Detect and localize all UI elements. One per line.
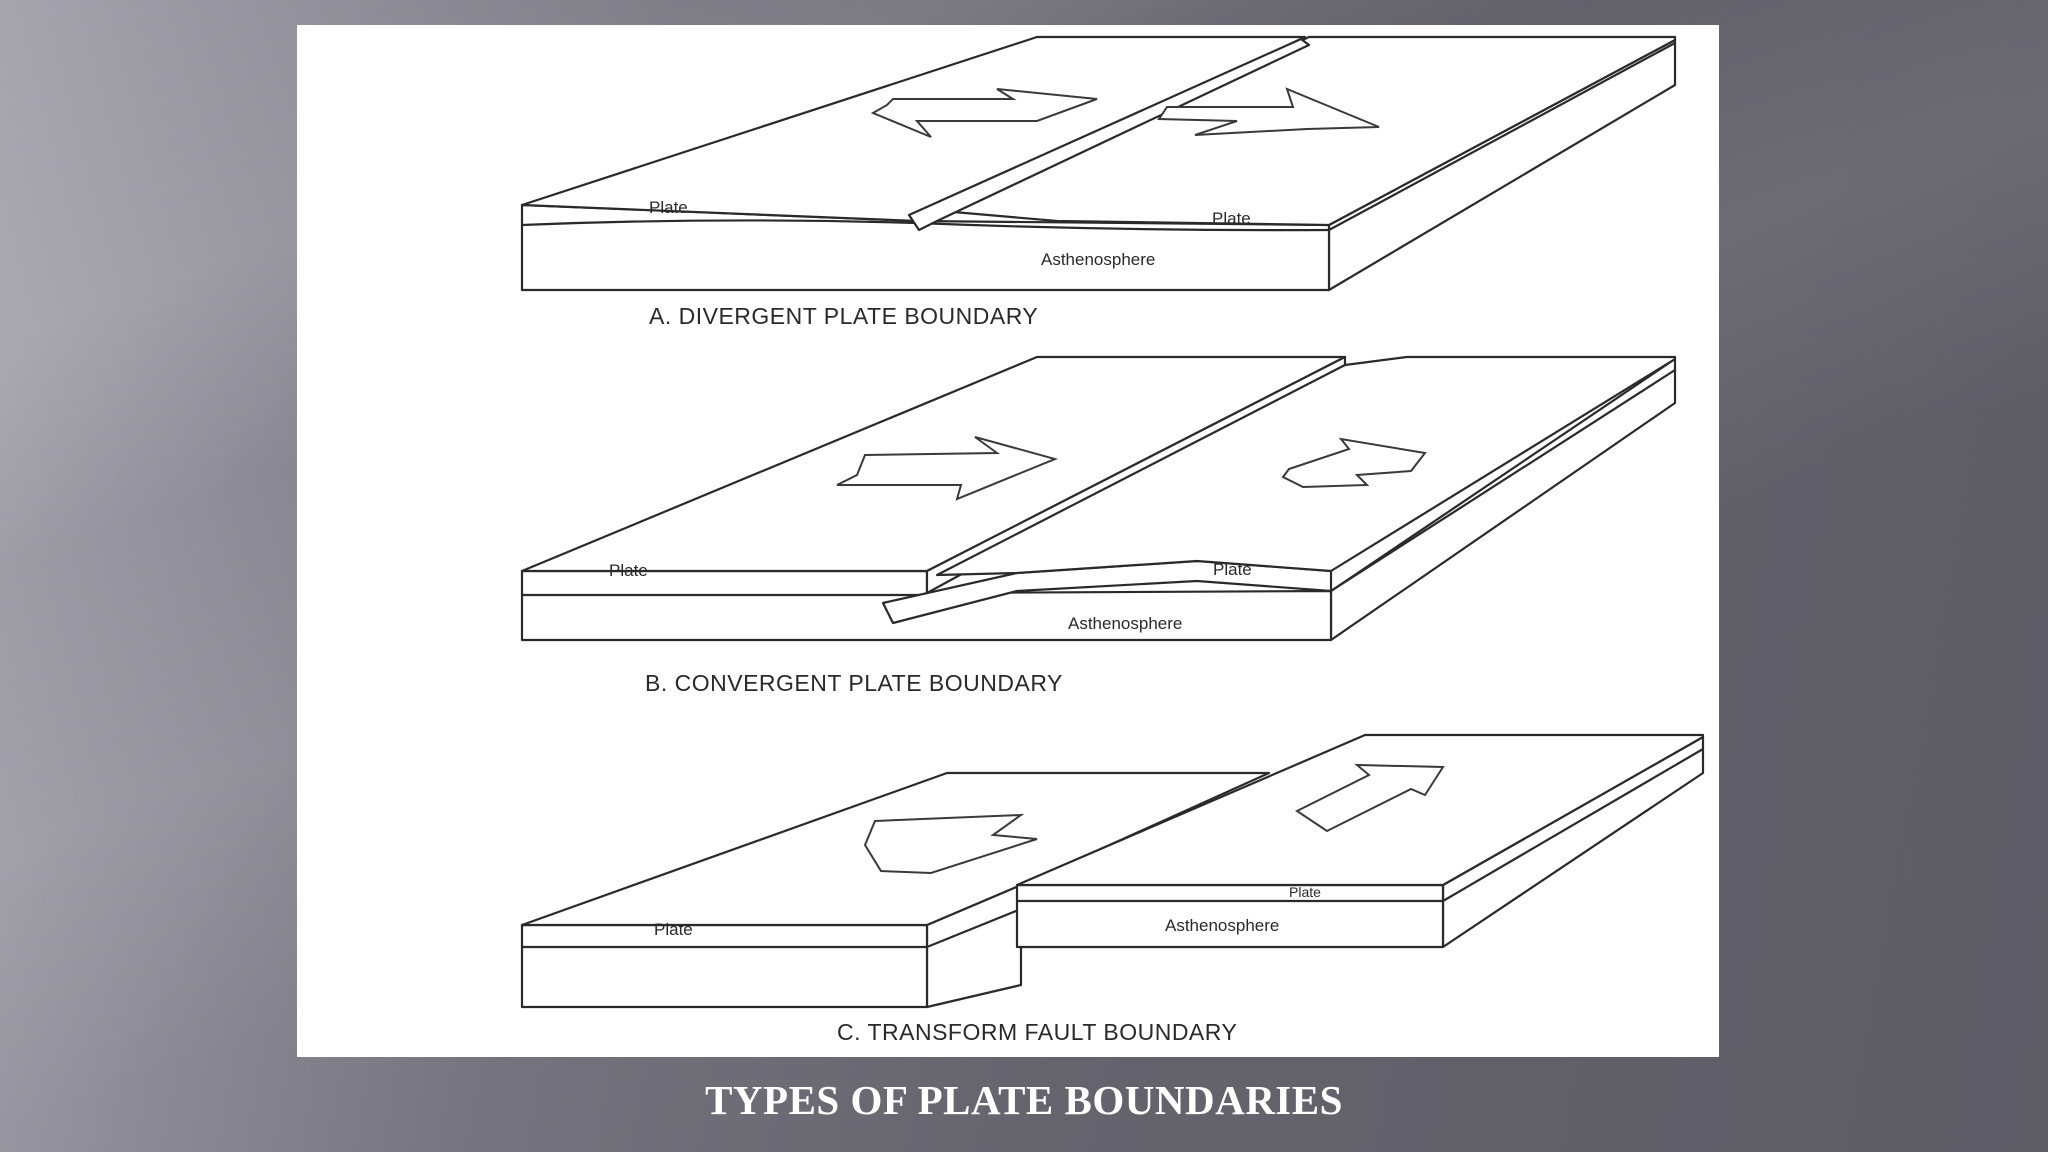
transform-left-arrow	[863, 813, 1038, 875]
transform-right-plate-label: Plate	[1289, 884, 1321, 900]
transform-asthenosphere-label: Asthenosphere	[1165, 916, 1279, 935]
divergent-rift-valley	[907, 37, 1311, 232]
transform-right-side-plate-line	[1441, 747, 1705, 903]
convergent-side-plate-line	[1329, 368, 1677, 593]
divergent-asthenosphere-label: Asthenosphere	[1041, 250, 1155, 269]
divergent-right-plate-top	[940, 35, 1677, 227]
divergent-left-plate-label: Plate	[649, 198, 688, 217]
convergent-left-plate-label: Plate	[609, 561, 648, 580]
transform-left-front-face	[520, 923, 929, 1009]
divergent-right-plate-label: Plate	[1212, 209, 1251, 228]
convergent-asthenosphere-label: Asthenosphere	[1068, 614, 1182, 633]
transform-caption: C. TRANSFORM FAULT BOUNDARY	[837, 1019, 1237, 1045]
divergent-right-arrow	[1157, 87, 1380, 136]
convergent-left-arrow	[836, 436, 1059, 501]
divergent-left-arrow	[870, 88, 1098, 138]
convergent-right-plate-label: Plate	[1213, 560, 1252, 579]
slide-title: TYPES OF PLATE BOUNDARIES	[705, 1077, 1343, 1123]
transform-right-arrow	[1295, 763, 1445, 833]
transform-left-side-plate-line	[925, 907, 1023, 949]
convergent-caption: B. CONVERGENT PLATE BOUNDARY	[645, 670, 1063, 696]
transform-boundary-diagram: Plate Plate Asthenosphere C. TRANSFORM F…	[520, 733, 1705, 1045]
divergent-caption: A. DIVERGENT PLATE BOUNDARY	[649, 303, 1038, 329]
plate-boundaries-diagram: Plate Plate Asthenosphere A. DIVERGENT P…	[520, 35, 1705, 1045]
convergent-right-arrow	[1281, 437, 1427, 489]
divergent-side-plate-line	[1327, 41, 1677, 232]
divergent-boundary-diagram: Plate Plate Asthenosphere A. DIVERGENT P…	[520, 35, 1677, 329]
diagram-panel: Plate Plate Asthenosphere A. DIVERGENT P…	[297, 25, 1719, 1057]
convergent-boundary-diagram: Plate Plate Asthenosphere B. CONVERGENT …	[520, 355, 1677, 696]
transform-left-plate-label: Plate	[654, 920, 693, 939]
